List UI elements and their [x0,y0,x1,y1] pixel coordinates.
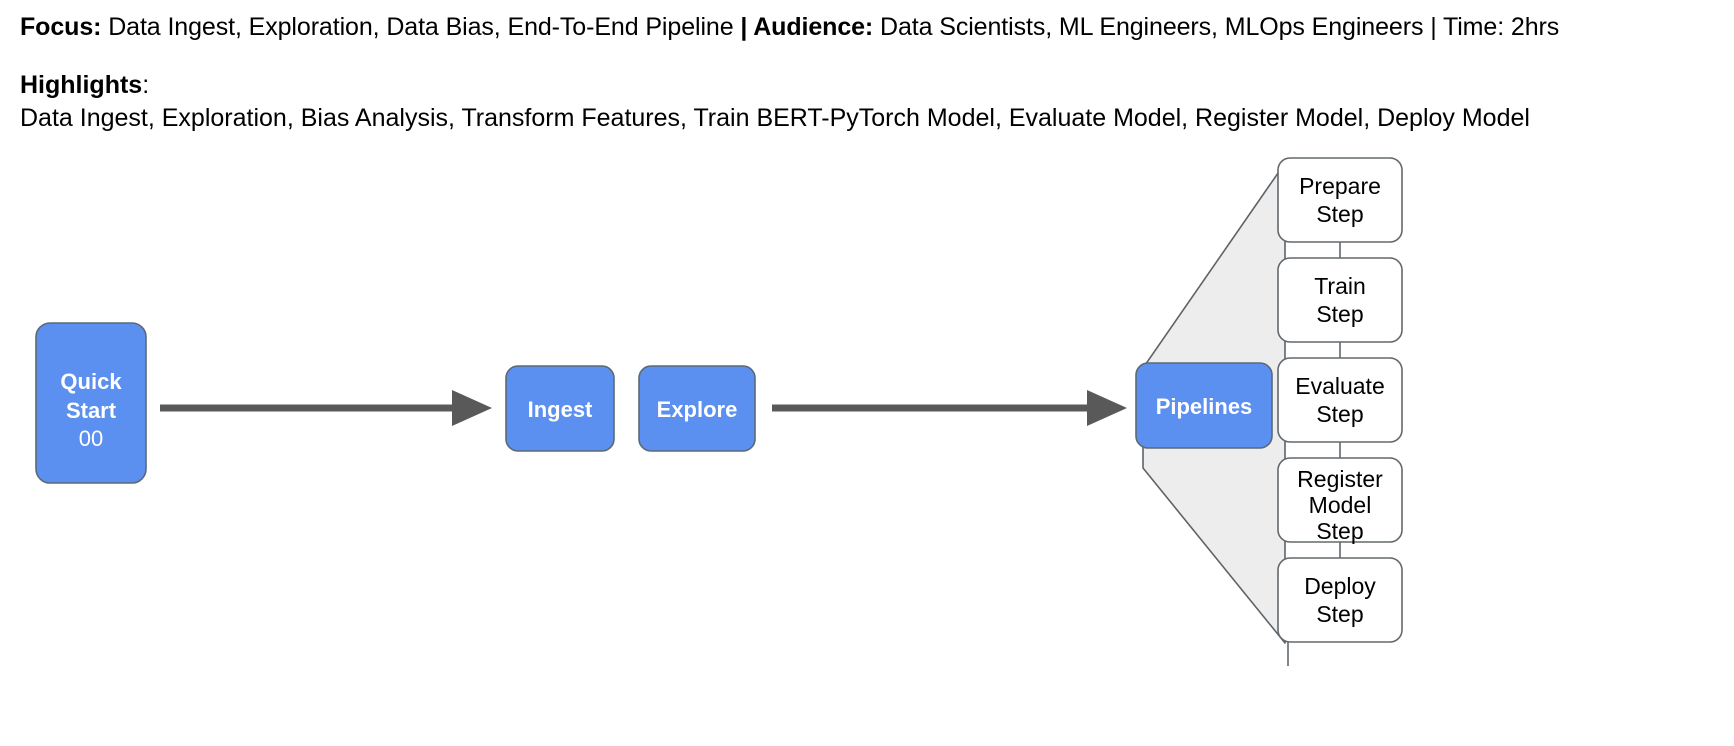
step-deploy-line1: Deploy [1304,573,1376,599]
highlights-colon: : [142,71,150,99]
node-step-train[interactable]: Train Step [1277,257,1403,343]
node-step-evaluate[interactable]: Evaluate Step [1277,357,1403,443]
step-register-line3: Step [1316,518,1363,544]
focus-separator-2: | [1430,13,1437,41]
quick-start-subtitle: 00 [79,426,103,451]
node-quick-start[interactable]: Quick Start 00 [35,322,147,484]
node-step-register-model[interactable]: Register Model Step [1277,457,1403,544]
node-pipelines[interactable]: Pipelines [1135,362,1273,449]
quick-start-title-line1: Quick [60,369,122,394]
quick-start-title-line2: Start [66,398,117,423]
node-ingest[interactable]: Ingest [505,365,615,452]
explore-label: Explore [657,397,738,422]
pipelines-label: Pipelines [1156,394,1253,419]
pipeline-diagram: Quick Start 00 Ingest Explore Pipelines … [0,138,1734,746]
highlights-items: Data Ingest, Exploration, Bias Analysis,… [20,104,1530,132]
node-step-prepare[interactable]: Prepare Step [1277,157,1403,243]
step-prepare-line2: Step [1316,201,1363,227]
step-register-line2: Model [1309,492,1372,518]
audience-value: Data Scientists, ML Engineers, MLOps Eng… [873,13,1431,41]
step-train-line2: Step [1316,301,1363,327]
arrow-quickstart-to-ingest [160,390,492,426]
step-prepare-line1: Prepare [1299,173,1381,199]
arrow-explore-to-pipelines [772,390,1127,426]
focus-separator-1: | [740,13,748,41]
node-explore[interactable]: Explore [638,365,756,452]
focus-line: Focus: Data Ingest, Exploration, Data Bi… [20,10,1559,44]
highlights-label: Highlights [20,71,143,99]
highlights-heading: Highlights: [20,68,149,102]
audience-label: Audience: [747,13,874,41]
step-deploy-line2: Step [1316,601,1363,627]
step-register-line1: Register [1297,466,1383,492]
node-step-deploy[interactable]: Deploy Step [1277,557,1403,643]
focus-label: Focus: [20,13,102,41]
step-evaluate-line2: Step [1316,401,1363,427]
time-value: Time: 2hrs [1436,13,1560,41]
focus-value: Data Ingest, Exploration, Data Bias, End… [101,13,741,41]
ingest-label: Ingest [528,397,593,422]
step-evaluate-line1: Evaluate [1295,373,1385,399]
step-train-line1: Train [1314,273,1366,299]
